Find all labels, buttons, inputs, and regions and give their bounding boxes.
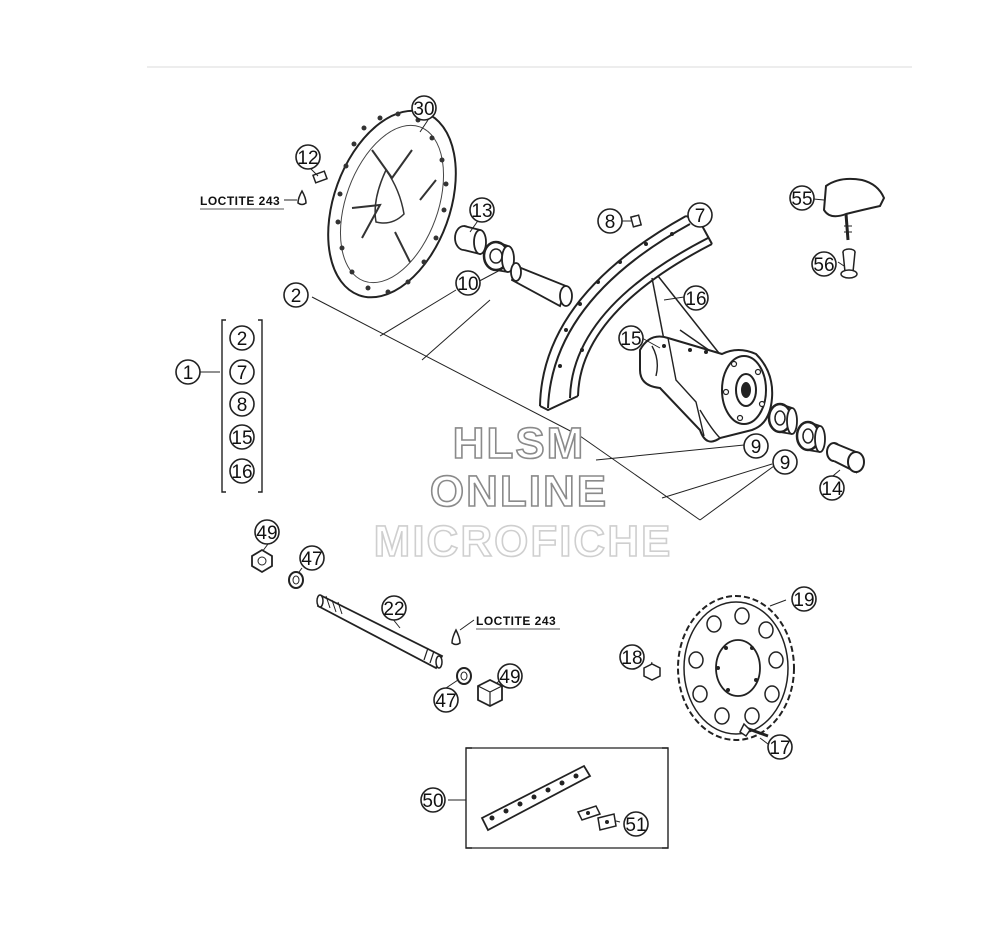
hub-spacer-right [826,442,865,474]
kit-bracket [221,319,263,493]
washer-left [288,571,304,589]
brake-disc [327,109,457,299]
callout-19: 19 [793,590,814,611]
loctite-note-top: LOCTITE 243 [200,194,280,208]
axle-nut-right [477,678,503,708]
wheel-hub [639,335,774,443]
sprocket-nut [643,663,661,681]
callout-1: 1 [183,363,194,384]
callout-9a: 9 [751,437,762,458]
callout-12: 12 [297,148,318,169]
watermark-line-2: ONLINE [430,467,608,516]
leader-lines [200,119,845,823]
callout-14: 14 [821,479,843,500]
kit-item-2: 2 [237,329,248,350]
callout-47a: 47 [301,549,322,570]
callout-8: 8 [605,212,616,233]
kit-item-8: 8 [237,395,248,416]
wheel-axle [316,594,444,670]
callout-7: 7 [695,206,706,227]
kit-item-15: 15 [231,428,252,449]
watermark-line-3: MICROFICHE [374,517,673,566]
callouts [175,95,845,837]
callout-50: 50 [422,791,443,812]
callout-49b: 49 [499,667,520,688]
right-bearings [767,402,826,453]
watermark-line-1: HLSM [453,419,586,468]
loctite-note-bottom: LOCTITE 243 [476,614,556,628]
callout-10: 10 [457,274,478,295]
axle-nut-left [251,548,273,574]
kit-item-7: 7 [237,363,248,384]
drive-chain [480,764,592,832]
callout-55: 55 [791,189,812,210]
callout-18: 18 [621,648,642,669]
washer-right [456,667,472,685]
callout-2: 2 [291,286,302,307]
kit-item-16: 16 [231,462,252,483]
callout-49a: 49 [256,523,277,544]
callout-13: 13 [471,201,492,222]
callout-15: 15 [620,329,641,350]
callout-9b: 9 [780,453,791,474]
master-link [576,805,617,831]
sprocket-bolt [739,722,769,738]
callout-56: 56 [813,255,834,276]
disc-screw [293,170,328,206]
rim-lock [822,177,886,241]
callout-30: 30 [413,99,434,120]
watermark: HLSM ONLINE MICROFICHE [373,418,673,567]
callout-22: 22 [383,599,404,620]
loctite-drop [451,628,461,646]
callout-47b: 47 [435,691,456,712]
callout-51: 51 [625,815,646,836]
callout-17: 17 [769,738,790,759]
rear-sprocket [677,595,795,741]
hub-spacers [454,225,573,308]
spoke-nipple [629,214,643,228]
callout-16: 16 [685,289,706,310]
rim-lock-nut [840,248,858,279]
callout-labels: 30 12 13 8 7 55 56 2 10 16 15 1 2 7 8 15… [183,99,843,836]
chain-box [465,747,669,849]
